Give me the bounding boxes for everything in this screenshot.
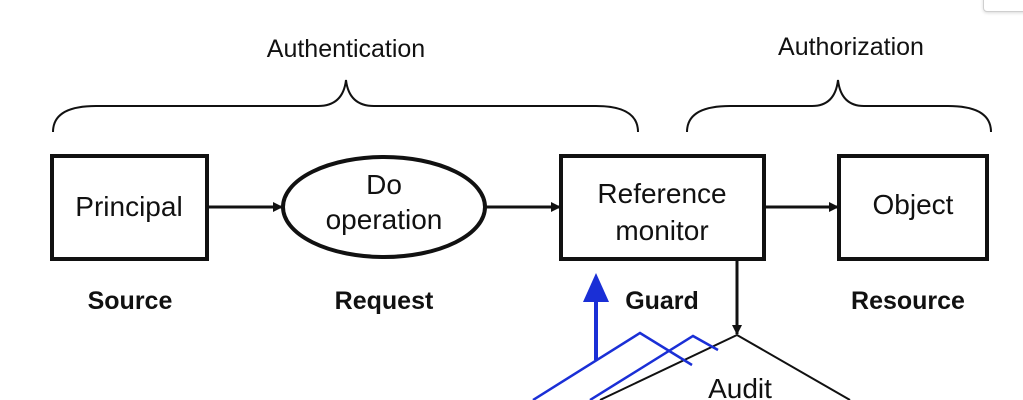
- do-operation-label-line2: operation: [326, 204, 443, 235]
- reference-monitor-label-line1: Reference: [597, 178, 726, 209]
- authorization-label: Authorization: [778, 33, 924, 61]
- source-label: Source: [88, 287, 173, 315]
- audit-label: Audit: [708, 373, 772, 400]
- authentication-brace: [52, 79, 639, 133]
- resource-label: Resource: [851, 287, 965, 315]
- authorization-brace: [686, 79, 992, 133]
- do-operation-label-line1: Do: [366, 169, 402, 200]
- object-box: [837, 154, 989, 261]
- window-corner-tab: [983, 0, 1023, 12]
- blue-annotation-arrow-head: [583, 273, 609, 302]
- authentication-label: Authentication: [267, 35, 425, 63]
- blue-annotation-stroke-inner: [589, 334, 719, 400]
- audit-log-shape: [599, 333, 851, 400]
- guard-label: Guard: [625, 287, 699, 315]
- principal-label: Principal: [75, 191, 182, 222]
- blue-annotation-stroke-outer: [532, 331, 693, 400]
- object-label: Object: [873, 189, 954, 220]
- request-label: Request: [335, 287, 434, 315]
- principal-box: [50, 154, 209, 261]
- reference-monitor-label-line2: monitor: [615, 215, 708, 246]
- reference-monitor-box: [559, 154, 766, 261]
